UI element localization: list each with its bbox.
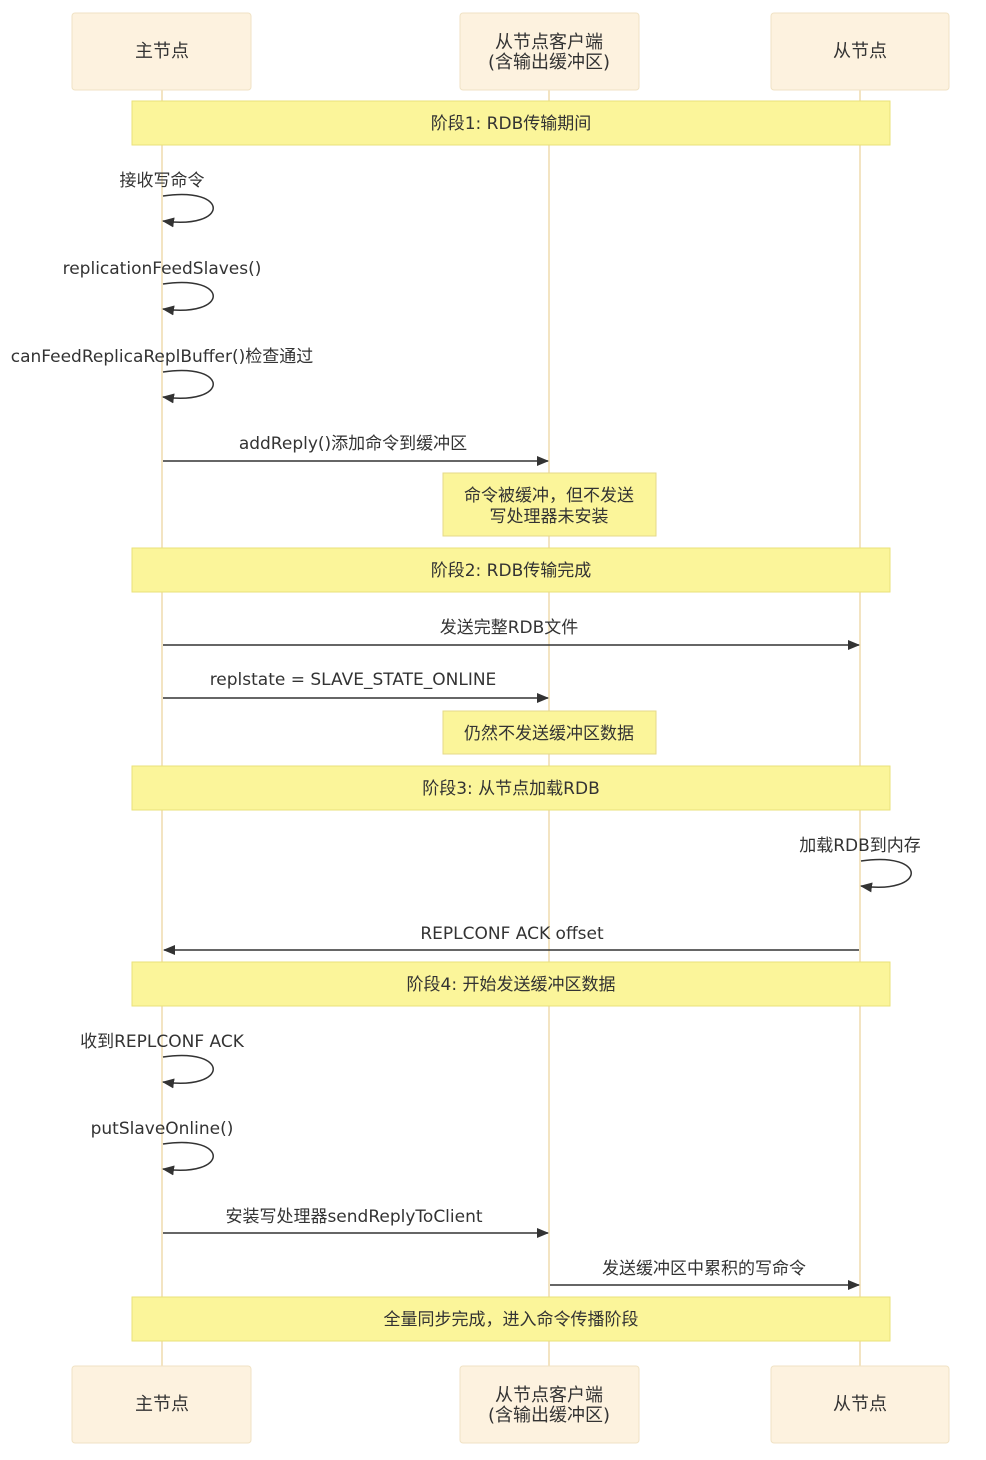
actor-client-bottom: 从节点客户端 (含输出缓冲区) [459, 1365, 640, 1444]
actor-label: 从节点 [833, 1394, 887, 1415]
message-self-7: 加载RDB到内存 [799, 836, 921, 893]
message-arrow [162, 1054, 214, 1089]
actor-slave-bottom: 从节点 [770, 1365, 950, 1444]
message-label: 安装写处理器sendReplyToClient [225, 1207, 482, 1227]
message-label: 加载RDB到内存 [799, 836, 921, 856]
actor-label: 主节点 [135, 1394, 189, 1415]
phase-label: 全量同步完成，进入命令传播阶段 [384, 1310, 639, 1330]
actor-slave-top: 从节点 [770, 12, 950, 91]
actor-label-sub: (含输出缓冲区) [488, 1405, 610, 1426]
actor-client-top: 从节点客户端 (含输出缓冲区) [459, 12, 640, 91]
message-label: 发送缓冲区中累积的写命令 [602, 1259, 806, 1279]
note-line-1: 仍然不发送缓冲区数据 [464, 724, 634, 744]
phase-label: 阶段3: 从节点加载RDB [422, 779, 600, 799]
note-2: 仍然不发送缓冲区数据 [442, 710, 657, 755]
actor-label: 从节点客户端 [495, 32, 603, 53]
message-4: addReply()添加命令到缓冲区 [163, 434, 549, 466]
message-arrow [162, 369, 214, 404]
actor-label-sub: (含输出缓冲区) [488, 52, 610, 73]
message-label: canFeedReplicaReplBuffer()检查通过 [11, 347, 314, 367]
message-6: replstate = SLAVE_STATE_ONLINE [163, 670, 549, 703]
note-1: 命令被缓冲，但不发送 写处理器未安装 [442, 472, 657, 537]
phase-band-1: 阶段1: RDB传输期间 [131, 100, 891, 146]
message-label: addReply()添加命令到缓冲区 [239, 434, 467, 454]
phase-band-final: 全量同步完成，进入命令传播阶段 [131, 1296, 891, 1342]
message-label: 接收写命令 [120, 171, 205, 191]
message-label: 收到REPLCONF ACK [80, 1032, 245, 1052]
note-line-2: 写处理器未安装 [490, 507, 609, 527]
message-self-2: replicationFeedSlaves() [63, 259, 262, 316]
message-12: 发送缓冲区中累积的写命令 [550, 1259, 860, 1290]
message-5: 发送完整RDB文件 [163, 618, 860, 650]
message-self-9: 收到REPLCONF ACK [80, 1032, 245, 1089]
message-arrow [162, 281, 214, 316]
note-line-1: 命令被缓冲，但不发送 [464, 486, 634, 506]
phase-label: 阶段4: 开始发送缓冲区数据 [407, 975, 616, 995]
phase-label: 阶段2: RDB传输完成 [431, 561, 592, 581]
message-label: replicationFeedSlaves() [63, 259, 262, 279]
phase-band-4: 阶段4: 开始发送缓冲区数据 [131, 961, 891, 1007]
phase-band-2: 阶段2: RDB传输完成 [131, 547, 891, 593]
actor-master-top: 主节点 [71, 12, 252, 91]
message-arrow [860, 858, 912, 893]
message-arrow [162, 193, 214, 228]
actor-label: 从节点客户端 [495, 1385, 603, 1406]
message-label: replstate = SLAVE_STATE_ONLINE [210, 670, 497, 690]
phase-band-3: 阶段3: 从节点加载RDB [131, 765, 891, 811]
message-11: 安装写处理器sendReplyToClient [163, 1207, 549, 1238]
message-8: REPLCONF ACK offset [163, 924, 859, 955]
phase-label: 阶段1: RDB传输期间 [431, 114, 592, 134]
message-label: 发送完整RDB文件 [440, 618, 579, 638]
message-label: REPLCONF ACK offset [420, 924, 604, 944]
message-self-3: canFeedReplicaReplBuffer()检查通过 [11, 347, 314, 404]
actor-master-bottom: 主节点 [71, 1365, 252, 1444]
message-self-1: 接收写命令 [120, 171, 214, 228]
message-label: putSlaveOnline() [91, 1119, 234, 1139]
actor-label: 主节点 [135, 41, 189, 62]
actor-label: 从节点 [833, 41, 887, 62]
message-arrow [162, 1141, 214, 1176]
message-self-10: putSlaveOnline() [91, 1119, 234, 1176]
